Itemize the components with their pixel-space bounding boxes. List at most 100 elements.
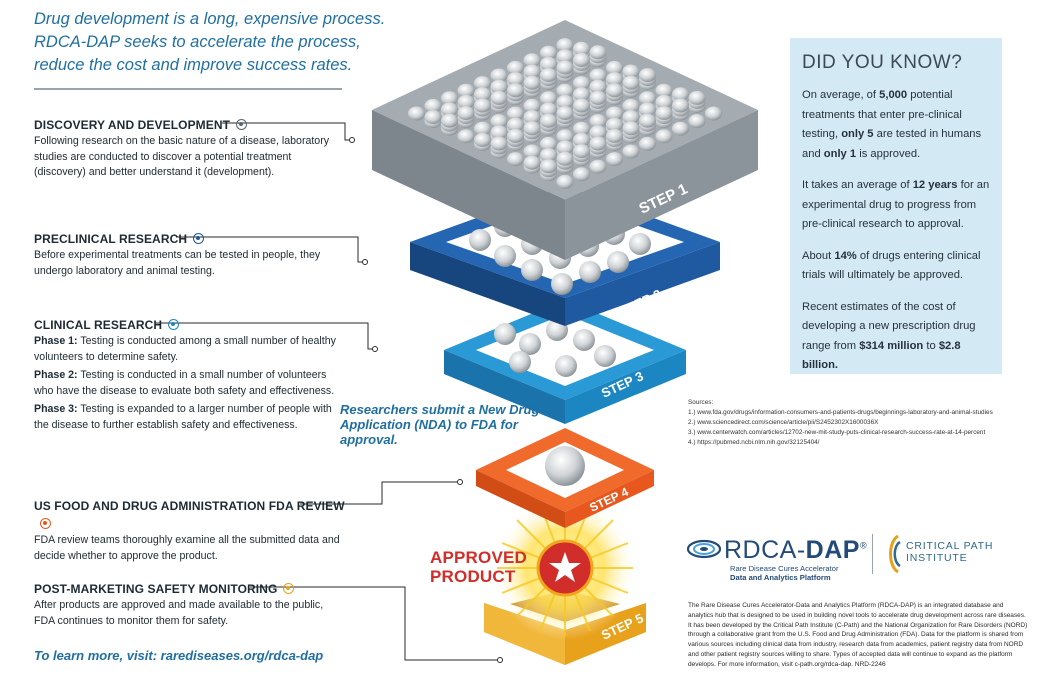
pill-icon	[556, 106, 574, 121]
pill-icon	[556, 38, 574, 53]
pill-icon	[540, 45, 557, 60]
pill-icon	[606, 60, 623, 75]
intro-line-2: RDCA-DAP seeks to accelerate the process…	[34, 33, 361, 51]
pill-icon	[474, 132, 491, 147]
pill-icon	[573, 52, 590, 67]
pill-icon	[639, 136, 656, 151]
pill-icon	[507, 152, 524, 167]
intro-line-1: Drug development is a long, expensive pr…	[34, 10, 386, 28]
logos: RDCA-DAP® Rare Disease Cures Accelerator…	[686, 530, 1026, 590]
pill-icon	[705, 106, 722, 121]
pill-icon	[523, 110, 541, 125]
pill-icon	[556, 140, 574, 155]
pill-icon	[606, 83, 623, 98]
pill-icon	[457, 129, 475, 144]
pill-icon	[589, 114, 607, 129]
pill-icon	[490, 68, 508, 83]
stage-post-marketing: POST-MARKETING SAFETY MONITORING After p…	[34, 580, 344, 629]
fact-4: Recent estimates of the cost of developi…	[802, 300, 976, 372]
pill-icon	[540, 56, 557, 71]
pill-icon	[672, 98, 689, 113]
sources-list: Sources: 1.) www.fda.gov/drugs/informati…	[688, 398, 1048, 448]
pill-icon	[606, 128, 623, 143]
pill-icon	[490, 79, 508, 94]
pill-icon	[523, 155, 541, 170]
pill-icon	[474, 121, 491, 136]
did-you-know-box: DID YOU KNOW? On average, of 5,000 poten…	[790, 38, 1002, 374]
star-icon	[549, 552, 581, 582]
learn-more-link[interactable]: To learn more, visit: rarediseases.org/r…	[34, 648, 324, 663]
phase-1-text: Phase 1: Testing is conducted among a sm…	[34, 335, 336, 363]
rdca-logo-icon	[686, 539, 722, 559]
pill-icon	[573, 132, 590, 147]
pill-icon	[573, 41, 590, 56]
stage-discovery-text: Following research on the basic nature o…	[34, 135, 330, 178]
intro-line-3: reduce the cost and improve success rate…	[34, 56, 353, 74]
pill-icon	[606, 106, 623, 121]
pill-icon	[540, 91, 557, 106]
pill-icon	[507, 83, 524, 98]
clinical-bullet-icon	[168, 319, 180, 330]
pill-icon	[639, 113, 656, 128]
approved-line-1: APPROVED	[430, 548, 528, 567]
stage-preclinical-text: Before experimental treatments can be te…	[34, 249, 321, 277]
pill-icon	[556, 83, 574, 98]
pill-icon	[556, 94, 574, 109]
pill-icon	[622, 98, 640, 113]
pill-icon	[573, 98, 590, 113]
pill-icon	[507, 128, 524, 143]
fda-bullet-icon	[40, 518, 51, 529]
pill-icon	[540, 136, 557, 151]
fact-2: It takes an average of 12 years for an e…	[802, 179, 990, 230]
pill-icon	[589, 90, 607, 105]
pill-icon	[457, 94, 475, 109]
pill-icon	[540, 148, 557, 163]
source-item[interactable]: 1.) www.fda.gov/drugs/information-consum…	[688, 409, 993, 416]
approved-product-label: APPROVED PRODUCT	[430, 548, 540, 586]
cpi-wordmark: CRITICAL PATH INSTITUTE	[906, 540, 994, 564]
pill-icon	[622, 64, 640, 79]
pill-icon	[688, 90, 706, 105]
pill-icon	[540, 68, 557, 83]
source-item[interactable]: 2.) www.sciencedirect.com/science/articl…	[688, 419, 879, 426]
pill-icon	[573, 144, 590, 159]
pill-icon	[507, 60, 524, 75]
pill-icon	[655, 106, 673, 121]
source-item[interactable]: 3.) www.centerwatch.com/articles/12702-n…	[688, 429, 986, 436]
pill-icon	[457, 106, 475, 121]
pill-icon	[556, 151, 574, 166]
pill-icon	[507, 106, 524, 121]
pill-icon	[507, 117, 524, 132]
approved-line-2: PRODUCT	[430, 567, 516, 586]
stage-discovery: DISCOVERY AND DEVELOPMENT Following rese…	[34, 116, 344, 181]
pill-icon	[622, 75, 640, 90]
pill-icon	[523, 144, 541, 159]
pill-icon	[490, 114, 508, 129]
pill-icon	[573, 167, 590, 182]
pill-icon	[639, 68, 656, 83]
cpi-logo-icon	[889, 534, 901, 574]
pill-icon	[424, 110, 442, 125]
postmarket-bullet-icon	[283, 583, 295, 594]
stage-fda-review: US FOOD AND DRUG ADMINISTRATION FDA REVI…	[34, 497, 354, 564]
pill-icon	[573, 121, 590, 136]
pill-icon	[457, 83, 475, 98]
rdca-subtitle-1: Rare Disease Cures Accelerator	[730, 564, 839, 573]
preclinical-bullet-icon	[193, 233, 205, 244]
pill-icon	[523, 121, 541, 136]
pill-icon	[424, 98, 442, 113]
pill-icon	[523, 53, 541, 68]
source-item[interactable]: 4.) https://pubmed.ncbi.nlm.nih.gov/3212…	[688, 439, 820, 446]
pill-icon	[639, 102, 656, 117]
pill-icon	[639, 91, 656, 106]
stage-postmarket-title: POST-MARKETING SAFETY MONITORING	[34, 582, 278, 596]
pill-icon	[441, 113, 458, 128]
nda-note: Researchers submit a New Drug Applicatio…	[340, 402, 540, 447]
stage-clinical-title: CLINICAL RESEARCH	[34, 318, 163, 332]
pill-icon	[474, 87, 491, 102]
pill-icon	[474, 76, 491, 91]
fact-3: About 14% of drugs entering clinical tri…	[802, 249, 981, 282]
pill-icon	[589, 68, 607, 83]
sources-heading: Sources:	[688, 399, 714, 406]
pill-icon	[655, 94, 673, 109]
